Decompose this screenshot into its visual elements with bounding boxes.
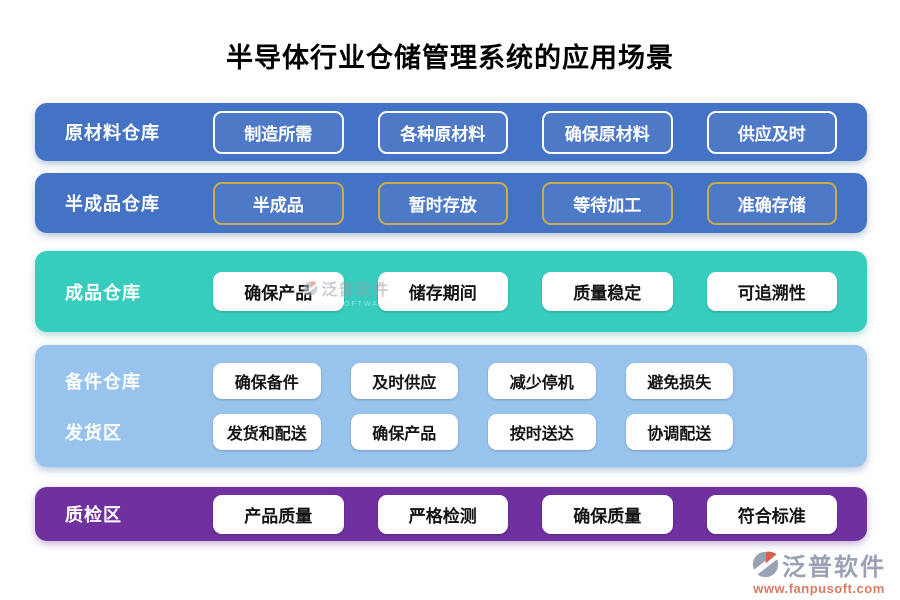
pill: 储存期间 [377, 272, 508, 311]
pill: 避免损失 [625, 362, 733, 399]
pill: 暂时存放 [377, 181, 508, 225]
band-label-finished-goods: 成品仓库 [65, 282, 141, 303]
pill: 确保质量 [542, 494, 673, 534]
pill: 半成品 [213, 181, 344, 225]
pill: 严格检测 [377, 494, 508, 534]
pill: 及时供应 [350, 362, 458, 399]
band-raw-material-warehouse: 原材料仓库 制造所需 各种原材料 确保原材料 供应及时 [35, 103, 867, 161]
pill: 确保产品 [350, 413, 458, 450]
pill-group-finished-goods: 确保产品 储存期间 质量稳定 可追溯性 [213, 272, 837, 311]
vendor-name: 泛普软件 [782, 554, 886, 581]
band-label-shipping-area: 发货区 [65, 422, 122, 443]
pill: 可追溯性 [706, 272, 837, 311]
pill: 确保备件 [213, 362, 321, 399]
pill: 质量稳定 [542, 272, 673, 311]
vendor-url: www.fanpusoft.com [753, 581, 885, 596]
pill: 各种原材料 [377, 110, 508, 154]
pill-group-spare-parts: 确保备件 及时供应 减少停机 避免损失 [213, 362, 733, 399]
pill: 准确存储 [706, 181, 837, 225]
fanpu-logo-icon [752, 551, 779, 578]
pill: 按时送达 [488, 413, 596, 450]
pill: 协调配送 [625, 413, 733, 450]
band-semi-finished-warehouse: 半成品仓库 半成品 暂时存放 等待加工 准确存储 [35, 173, 867, 233]
page-title: 半导体行业仓储管理系统的应用场景 [226, 43, 674, 73]
band-quality-inspection-area: 质检区 产品质量 严格检测 确保质量 符合标准 [35, 487, 867, 541]
pill: 符合标准 [706, 494, 837, 534]
band-label-quality-inspection: 质检区 [65, 505, 122, 525]
band-label-semi-finished: 半成品仓库 [65, 194, 160, 214]
pill: 发货和配送 [213, 413, 321, 450]
vendor-logo: 泛普软件 www.fanpusoft.com [752, 547, 886, 596]
subrow-spare-parts: 备件仓库 确保备件 及时供应 减少停机 避免损失 [65, 362, 837, 399]
pill: 确保产品 [213, 272, 344, 311]
subrow-shipping-area: 发货区 发货和配送 确保产品 按时送达 协调配送 [65, 413, 837, 450]
pill: 制造所需 [213, 110, 344, 154]
pill: 产品质量 [213, 494, 344, 534]
band-finished-goods-warehouse: 成品仓库 确保产品 储存期间 质量稳定 可追溯性 [35, 251, 867, 332]
pill-group-shipping-area: 发货和配送 确保产品 按时送达 协调配送 [213, 413, 733, 450]
band-label-raw-material: 原材料仓库 [65, 123, 160, 143]
band-spare-parts-and-shipping: 备件仓库 确保备件 及时供应 减少停机 避免损失 发货区 发货和配送 确保产品 … [35, 345, 867, 467]
pill-group-semi-finished: 半成品 暂时存放 等待加工 准确存储 [213, 181, 837, 225]
pill-group-raw-material: 制造所需 各种原材料 确保原材料 供应及时 [213, 110, 837, 154]
pill: 等待加工 [542, 181, 673, 225]
pill: 减少停机 [488, 362, 596, 399]
pill: 供应及时 [706, 110, 837, 154]
band-label-spare-parts: 备件仓库 [65, 371, 141, 392]
pill-group-quality-inspection: 产品质量 严格检测 确保质量 符合标准 [213, 494, 837, 534]
pill: 确保原材料 [542, 110, 673, 154]
